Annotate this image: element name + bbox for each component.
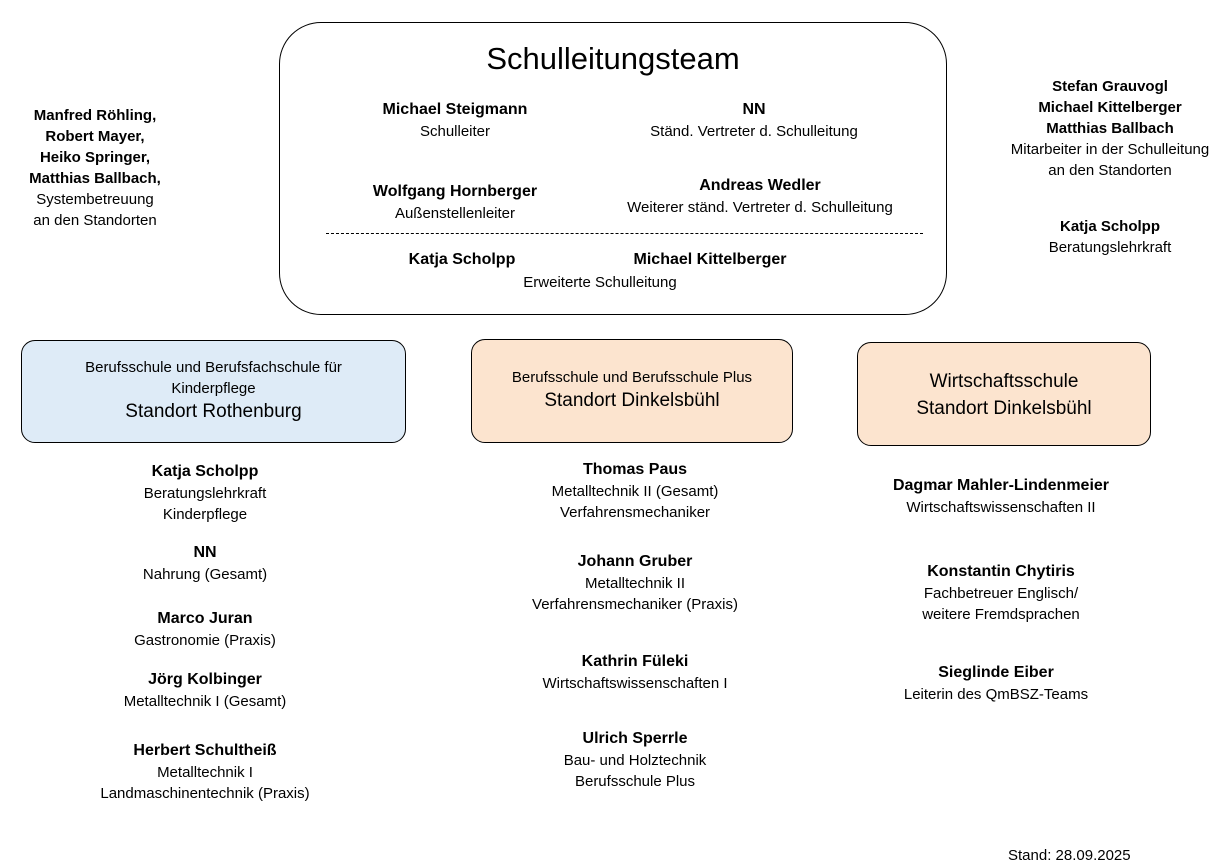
unit-subtitle: Kinderpflege [171,380,256,397]
person-role: Kinderpflege [162,506,248,523]
person-steigmann: Michael Steigmann Schulleiter [330,99,580,142]
person-name: Michael Steigmann [382,101,528,118]
person-role: Berufsschule Plus [574,773,696,790]
staff-entry: Katja Scholpp Beratungslehrkraft Kinderp… [55,461,355,525]
person-name: Kathrin Füleki [581,653,689,670]
person-role: Verfahrensmechaniker (Praxis) [532,596,738,613]
person-name: Katja Scholpp [151,463,259,480]
unit-subtitle: Berufsschule und Berufsschule Plus [511,369,753,386]
leadership-title: Schulleitungsteam [486,41,740,76]
unit-title: Standort Rothenburg [125,401,302,422]
person-role: Ständ. Vertreter d. Schulleitung [650,123,858,140]
person-role: Metalltechnik II (Gesamt) [551,483,719,500]
person-role: Außenstellenleiter [394,205,516,222]
unit-header-wirtschaftsschule: Wirtschaftsschule Standort Dinkelsbühl [857,368,1151,422]
person-nn-deputy: NN Ständ. Vertreter d. Schulleitung [594,99,914,142]
group-role: Systembetreuung [36,191,154,208]
dashed-divider [326,233,923,234]
ext-leader-name-1: Katja Scholpp [408,251,516,268]
system-admin-group: Manfred Röhling, Robert Mayer, Heiko Spr… [5,105,185,231]
group-role: Mitarbeiter in der Schulleitung [1010,141,1210,158]
person-role: Landmaschinentechnik (Praxis) [100,785,310,802]
ext-leader-role: Erweiterte Schulleitung [523,274,677,291]
staff-entry: Marco Juran Gastronomie (Praxis) [55,608,355,651]
staff-entry: Dagmar Mahler-Lindenmeier Wirtschaftswis… [851,475,1151,518]
person-name: NN [193,544,217,561]
person-role: Leiterin des QmBSZ-Teams [903,686,1089,703]
person-role: Verfahrensmechaniker [559,504,711,521]
person-name: NN [742,101,766,118]
person-role: Metalltechnik I [157,764,253,781]
person-name: Marco Juran [157,610,253,627]
person-name: Matthias Ballbach, [29,170,161,187]
person-name: Michael Kittelberger [1038,99,1182,116]
person-name: Heiko Springer, [39,149,151,166]
staff-entry: NN Nahrung (Gesamt) [55,542,355,585]
staff-entry: Konstantin Chytiris Fachbetreuer Englisc… [851,561,1151,625]
person-name: Matthias Ballbach [1046,120,1174,137]
unit-box-dinkelsbuehl-bs [471,339,793,443]
person-name: Sieglinde Eiber [938,664,1054,681]
unit-title: Standort Dinkelsbühl [544,390,720,411]
counselor: Katja Scholpp Beratungslehrkraft [990,216,1230,258]
unit-subtitle: Berufsschule und Berufsfachschule für [85,359,342,376]
staff-entry: Ulrich Sperrle Bau- und Holztechnik Beru… [485,728,785,792]
person-role: Fachbetreuer Englisch/ [923,585,1079,602]
unit-box-rothenburg [21,340,406,443]
person-role: Nahrung (Gesamt) [142,566,268,583]
person-role: Wirtschaftswissenschaften II [906,499,1096,516]
group-role: an den Standorten [1048,162,1172,179]
person-wedler: Andreas Wedler Weiterer ständ. Vertreter… [590,175,930,218]
person-name: Andreas Wedler [699,177,821,194]
person-role: Metalltechnik II [584,575,686,592]
person-name: Manfred Röhling, [33,107,157,124]
unit-header-rothenburg: Berufsschule und Berufsfachschule für Ki… [21,357,406,425]
person-name: Wolfgang Hornberger [372,183,538,200]
person-role: Weiterer ständ. Vertreter d. Schulleitun… [627,199,893,216]
ext-leader-name-2: Michael Kittelberger [633,251,787,268]
person-role: Wirtschaftswissenschaften I [542,675,728,692]
person-name: Herbert Schultheiß [133,742,277,759]
person-name: Katja Scholpp [1059,218,1160,235]
person-role: Metalltechnik I (Gesamt) [123,693,287,710]
leadership-box [279,22,947,315]
person-name: Thomas Paus [582,461,688,478]
person-name: Dagmar Mahler-Lindenmeier [892,477,1110,494]
person-hornberger: Wolfgang Hornberger Außenstellenleiter [320,181,590,224]
person-role: Bau- und Holztechnik [563,752,707,769]
person-name: Konstantin Chytiris [927,563,1075,580]
unit-subtitle: Wirtschaftsschule [929,371,1079,392]
unit-header-dinkelsbuehl-bs: Berufsschule und Berufsschule Plus Stand… [471,367,793,414]
person-role: weitere Fremdsprachen [922,606,1080,623]
person-role: Beratungslehrkraft [143,485,267,502]
person-role: Beratungslehrkraft [1048,239,1172,256]
staff-entry: Kathrin Füleki Wirtschaftswissenschaften… [485,651,785,694]
person-role: Gastronomie (Praxis) [134,632,276,649]
person-name: Jörg Kolbinger [148,671,262,688]
staff-entry: Johann Gruber Metalltechnik II Verfahren… [485,551,785,615]
unit-title: Standort Dinkelsbühl [916,398,1092,419]
group-role: an den Standorten [33,212,157,229]
staff-entry: Thomas Paus Metalltechnik II (Gesamt) Ve… [485,459,785,523]
person-name: Stefan Grauvogl [1052,78,1168,95]
staff-entry: Sieglinde Eiber Leiterin des QmBSZ-Teams [846,662,1146,705]
staff-entry: Jörg Kolbinger Metalltechnik I (Gesamt) [55,669,355,712]
staff-entry: Herbert Schultheiß Metalltechnik I Landm… [55,740,355,804]
person-role: Schulleiter [419,123,491,140]
person-name: Ulrich Sperrle [582,730,688,747]
unit-box-wirtschaftsschule [857,342,1151,446]
leadership-staff-group: Stefan Grauvogl Michael Kittelberger Mat… [990,76,1230,181]
person-name: Johann Gruber [577,553,693,570]
person-name: Robert Mayer, [45,128,145,145]
stand-date: Stand: 28.09.2025 [1008,847,1131,864]
